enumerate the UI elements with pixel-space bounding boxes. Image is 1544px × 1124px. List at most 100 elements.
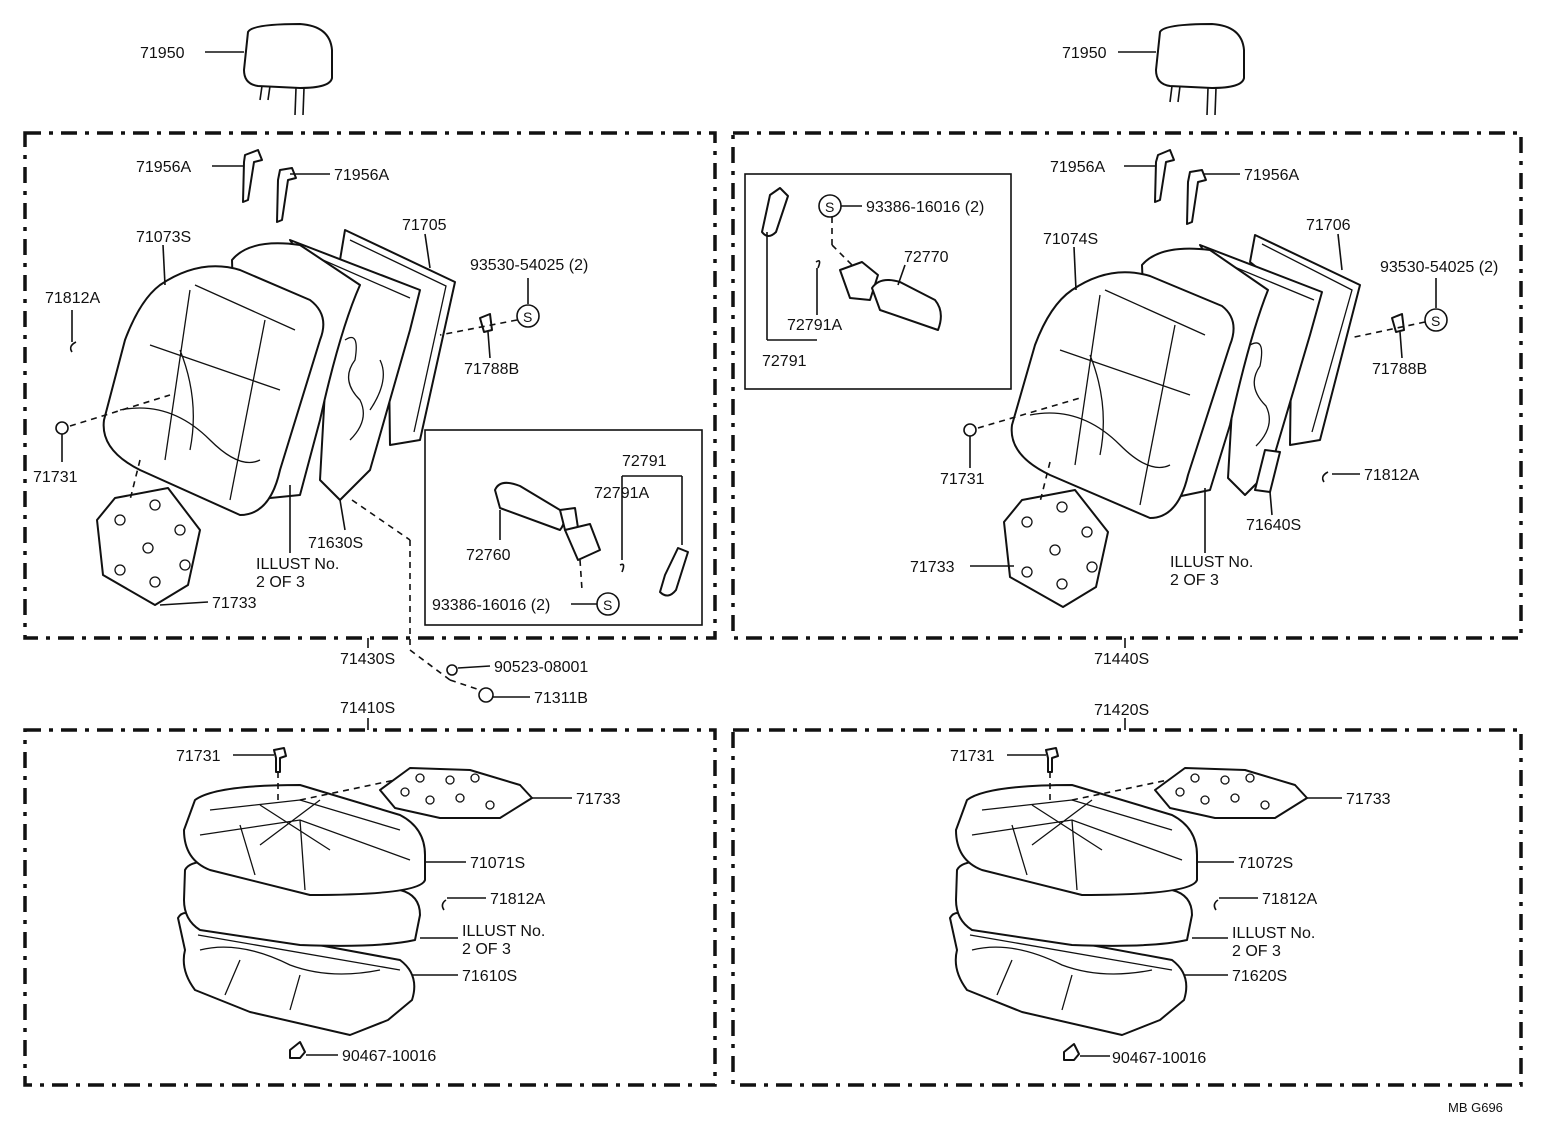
label-71071s: 71071S <box>470 855 525 872</box>
label-71812a-right: 71812A <box>1364 467 1419 484</box>
bolt-90467-left <box>289 1041 306 1059</box>
label-71812a-br: 71812A <box>1262 891 1317 908</box>
label-71074s: 71074S <box>1043 231 1098 248</box>
headrest-guide-left-b <box>276 167 297 223</box>
headrest-guide-left-a <box>242 149 263 203</box>
label-illust-bl-1: ILLUST No. <box>462 923 545 940</box>
label-illust-bl-2: 2 OF 3 <box>462 941 511 958</box>
label-71956a-right-a: 71956A <box>1050 159 1105 176</box>
label-71731-right: 71731 <box>940 471 985 488</box>
label-71812a-left: 71812A <box>45 290 100 307</box>
label-71788b-right: 71788B <box>1372 361 1427 378</box>
nut-71311b <box>478 687 494 703</box>
label-90467-left: 90467-10016 <box>342 1048 436 1065</box>
clip-left <box>55 421 69 435</box>
hog-ring-br <box>1213 899 1219 911</box>
label-72791a-left: 72791A <box>594 485 649 502</box>
headrest-guide-right-b <box>1186 169 1207 225</box>
clip-right <box>963 423 977 437</box>
frame-seat-cushion-right <box>731 728 1523 1087</box>
label-illust-left-1: ILLUST No. <box>256 556 339 573</box>
label-90523: 90523-08001 <box>494 659 588 676</box>
label-71420s: 71420S <box>1094 702 1149 719</box>
hog-ring-left <box>69 341 77 353</box>
label-71950-left: 71950 <box>140 45 185 62</box>
frame-front-seatback-left <box>23 131 717 640</box>
label-71640s: 71640S <box>1246 517 1301 534</box>
label-72770: 72770 <box>904 249 949 266</box>
label-illust-br-1: ILLUST No. <box>1232 925 1315 942</box>
label-71731-bl: 71731 <box>176 748 221 765</box>
label-71410s: 71410S <box>340 700 395 717</box>
label-71950-right: 71950 <box>1062 45 1107 62</box>
label-71956a-left-a: 71956A <box>136 159 191 176</box>
s-symbol-tl: S <box>523 309 532 325</box>
recliner-knob-right <box>761 187 789 237</box>
label-illust-left-2: 2 OF 3 <box>256 574 305 591</box>
frame-seat-cushion-left <box>23 728 717 1087</box>
label-71430s: 71430S <box>340 651 395 668</box>
s-marker-tr <box>1424 308 1448 332</box>
s-symbol-tr-inset: S <box>825 199 834 215</box>
label-71706: 71706 <box>1306 217 1351 234</box>
clip-71788b-right <box>1391 313 1405 333</box>
label-71733-left: 71733 <box>212 595 257 612</box>
hog-ring-bl <box>441 899 447 911</box>
seat-cushion-left <box>177 784 426 1036</box>
clip-71731-br <box>1045 747 1059 773</box>
label-71733-right: 71733 <box>910 559 955 576</box>
label-71440s: 71440S <box>1094 651 1149 668</box>
label-71733-bl: 71733 <box>576 791 621 808</box>
label-72791-right: 72791 <box>762 353 807 370</box>
headrest-left <box>243 23 333 116</box>
seatback-cover-left <box>102 229 456 516</box>
label-93530-left: 93530-54025 (2) <box>470 257 588 274</box>
label-72791-left: 72791 <box>622 453 667 470</box>
clip-71788b-left <box>479 313 493 333</box>
pad-71733-left <box>96 487 201 606</box>
s-marker-tl-inset <box>596 592 620 616</box>
label-illust-right-1: ILLUST No. <box>1170 554 1253 571</box>
label-71630s: 71630S <box>308 535 363 552</box>
s-marker-tl <box>516 304 540 328</box>
label-illust-right-2: 2 OF 3 <box>1170 572 1219 589</box>
headrest-guide-right-a <box>1154 149 1175 203</box>
label-71072s: 71072S <box>1238 855 1293 872</box>
pad-71733-bottom-right <box>1154 767 1308 819</box>
seat-cushion-right <box>949 784 1198 1036</box>
pad-71733-bottom-left <box>379 767 533 819</box>
hog-ring-right <box>1321 471 1329 483</box>
label-71610s: 71610S <box>462 968 517 985</box>
label-71733-br: 71733 <box>1346 791 1391 808</box>
label-72791a-right: 72791A <box>787 317 842 334</box>
label-71620s: 71620S <box>1232 968 1287 985</box>
bolt-90467-right <box>1063 1043 1080 1061</box>
seatback-cover-right <box>1010 234 1361 519</box>
label-71788b-left: 71788B <box>464 361 519 378</box>
label-71956a-left-b: 71956A <box>334 167 389 184</box>
s-symbol-tr: S <box>1431 313 1440 329</box>
clip-71731-bl <box>273 747 287 773</box>
label-71073s: 71073S <box>136 229 191 246</box>
recliner-lever-right <box>839 261 942 331</box>
label-71812a-bl: 71812A <box>490 891 545 908</box>
figure-code: MB G696 <box>1448 1100 1503 1115</box>
label-71731-br: 71731 <box>950 748 995 765</box>
label-illust-br-2: 2 OF 3 <box>1232 943 1281 960</box>
label-93530-right: 93530-54025 (2) <box>1380 259 1498 276</box>
label-71705: 71705 <box>402 217 447 234</box>
recliner-knob-left <box>659 547 689 597</box>
label-93386-right: 93386-16016 (2) <box>866 199 984 216</box>
s-symbol-tl-inset: S <box>603 597 612 613</box>
label-71311b: 71311B <box>534 690 588 707</box>
recliner-lever-left <box>494 481 601 561</box>
label-71731-left: 71731 <box>33 469 78 486</box>
bolt-90523 <box>446 664 458 676</box>
label-90467-right: 90467-10016 <box>1112 1050 1206 1067</box>
label-72760: 72760 <box>466 547 511 564</box>
label-93386-left: 93386-16016 (2) <box>432 597 550 614</box>
pad-71733-right <box>1003 489 1109 608</box>
label-71956a-right-b: 71956A <box>1244 167 1299 184</box>
headrest-right <box>1155 23 1245 116</box>
